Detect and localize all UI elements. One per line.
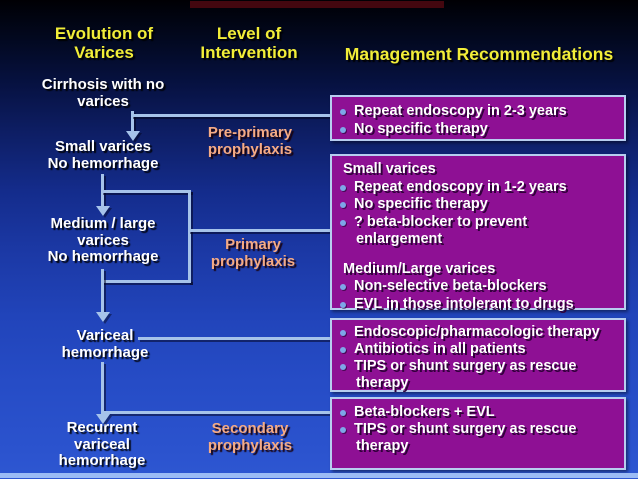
bullet-line: Repeat endoscopy in 1-2 years bbox=[332, 179, 624, 197]
bullet-line: TIPS or shunt surgery as rescue bbox=[332, 421, 624, 438]
bullet-line: TIPS or shunt surgery as rescue bbox=[332, 358, 624, 375]
connector-medium-down bbox=[101, 269, 104, 314]
bullet-dot bbox=[340, 301, 346, 308]
bullet-dot bbox=[340, 364, 346, 370]
stage-variceal-hemorrhage: Variceal hemorrhage bbox=[61, 327, 149, 361]
connector-cirrhosis-down bbox=[131, 111, 134, 133]
arrow-down-icon bbox=[96, 312, 110, 322]
subheading-text: Medium/Large varices bbox=[343, 260, 496, 277]
column-header-intervention: Level of Intervention bbox=[200, 24, 298, 62]
bullet-dot bbox=[340, 410, 346, 416]
bullet-line: EVL in those intolerant to drugs bbox=[332, 296, 624, 314]
stage-medium-large-varices: Medium / large varices No hemorrhage bbox=[47, 215, 159, 265]
management-box-recurrent-hemorrhage: Beta-blockers + EVL TIPS or shunt surger… bbox=[330, 397, 626, 470]
column-header-evolution: Evolution of Varices bbox=[54, 24, 154, 62]
management-box-small-medium-varices: Small varices Repeat endoscopy in 1-2 ye… bbox=[330, 154, 626, 312]
bullet-text: Non-selective beta-blockers bbox=[354, 278, 547, 294]
bullet-text: ? beta-blocker to prevent bbox=[354, 213, 528, 230]
bullet-text: Beta-blockers + EVL bbox=[354, 404, 495, 420]
stage-cirrhosis-no-varices: Cirrhosis with no varices bbox=[41, 76, 165, 110]
bullet-text: Antibiotics in all patients bbox=[354, 341, 526, 357]
stage-small-varices: Small varices No hemorrhage bbox=[47, 138, 159, 172]
bullet-line: No specific therapy bbox=[332, 196, 624, 214]
bullet-text: EVL in those intolerant to drugs bbox=[354, 295, 574, 312]
bullet-dot bbox=[340, 347, 346, 353]
connector-to-box2 bbox=[188, 229, 330, 232]
connector-bracket-top bbox=[101, 190, 191, 193]
bullet-text: therapy bbox=[356, 438, 409, 454]
bullet-text: therapy bbox=[356, 375, 409, 391]
bullet-line-continuation: enlargement bbox=[332, 231, 624, 249]
bullet-dot bbox=[340, 184, 346, 191]
bullet-dot bbox=[340, 330, 346, 336]
bullet-text: Endoscopic/pharmacologic therapy bbox=[354, 324, 600, 340]
bullet-line: ? beta-blocker to prevent bbox=[332, 214, 624, 232]
bottom-light-band bbox=[0, 473, 638, 478]
bullet-dot bbox=[340, 284, 346, 290]
connector-to-box1 bbox=[131, 114, 330, 117]
connector-bracket-bottom bbox=[101, 280, 191, 283]
bullet-text: Repeat endoscopy in 1-2 years bbox=[354, 178, 567, 195]
bullet-text: TIPS or shunt surgery as rescue bbox=[354, 421, 577, 437]
bullet-text: No specific therapy bbox=[354, 196, 488, 212]
connector-variceal-down bbox=[101, 362, 104, 414]
management-box-no-varices: Repeat endoscopy in 2-3 years No specifi… bbox=[330, 95, 626, 141]
intervention-secondary: Secondary prophylaxis bbox=[207, 420, 293, 454]
bullet-dot bbox=[340, 427, 346, 433]
bullet-line-continuation: therapy bbox=[332, 438, 624, 455]
arrow-down-icon bbox=[96, 206, 110, 216]
column-header-management: Management Recommendations bbox=[344, 44, 614, 64]
bullet-line-continuation: therapy bbox=[332, 375, 624, 392]
bullet-line: Endoscopic/pharmacologic therapy bbox=[332, 324, 624, 341]
bullet-dot bbox=[340, 109, 346, 115]
management-box-variceal-hemorrhage: Endoscopic/pharmacologic therapy Antibio… bbox=[330, 318, 626, 392]
bullet-line: Antibiotics in all patients bbox=[332, 341, 624, 358]
subheading-text: Small varices bbox=[343, 161, 436, 177]
connector-bracket-vertical bbox=[188, 190, 191, 283]
arrow-down-icon bbox=[126, 131, 140, 141]
intervention-pre-primary: Pre-primary prophylaxis bbox=[207, 124, 293, 158]
bullet-line: No specific therapy bbox=[332, 121, 624, 139]
connector-to-box3 bbox=[138, 337, 330, 340]
bullet-text: Repeat endoscopy in 2-3 years bbox=[354, 103, 567, 119]
top-maroon-bar bbox=[190, 1, 444, 8]
bullet-line: Non-selective beta-blockers bbox=[332, 278, 624, 296]
bullet-dot bbox=[340, 219, 346, 226]
bullet-text: enlargement bbox=[356, 231, 443, 247]
bullet-line: Beta-blockers + EVL bbox=[332, 404, 624, 421]
stage-recurrent-variceal-hemorrhage: Recurrent variceal hemorrhage bbox=[58, 419, 146, 469]
box-subheading: Medium/Large varices bbox=[332, 261, 624, 279]
intervention-primary: Primary prophylaxis bbox=[210, 236, 296, 270]
arrow-down-icon bbox=[96, 414, 110, 424]
bullet-dot bbox=[340, 202, 346, 208]
bullet-text: No specific therapy bbox=[354, 120, 488, 137]
connector-to-box4 bbox=[101, 411, 330, 414]
bullet-line: Repeat endoscopy in 2-3 years bbox=[332, 103, 624, 121]
bullet-text: TIPS or shunt surgery as rescue bbox=[354, 358, 577, 374]
box-subheading: Small varices bbox=[332, 161, 624, 179]
bullet-dot bbox=[340, 126, 346, 133]
